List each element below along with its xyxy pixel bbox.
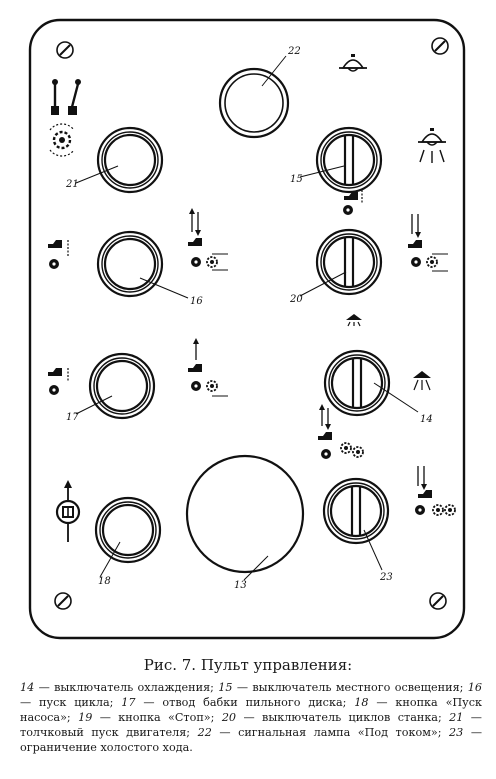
legend-item-number: 22	[197, 726, 212, 739]
pump-motor-icon	[55, 480, 81, 542]
legend-item-number: 20	[221, 711, 237, 724]
leader-lines	[75, 55, 419, 581]
screw-top-left	[56, 41, 74, 59]
pump-start-button-18[interactable]	[94, 496, 162, 564]
cycle-start-button-16[interactable]	[96, 230, 164, 298]
label-20: 20	[289, 294, 303, 305]
label-22: 22	[287, 46, 301, 57]
label-14: 14	[420, 414, 433, 425]
label-15: 15	[290, 174, 303, 185]
control-panel-diagram: 21 22 15 16 20 17 14 18 13 23	[28, 18, 466, 640]
legend-item-number: 19	[78, 711, 93, 724]
saw-retract-icon	[188, 338, 228, 397]
legend-item-text: — пуск цикла;	[20, 696, 122, 709]
idle-limit-switch-23[interactable]	[322, 477, 390, 545]
idle-limit-upper-icon	[318, 404, 364, 459]
levers-icon	[51, 79, 81, 115]
screw-bottom-right	[429, 592, 447, 610]
coolant-icon	[413, 371, 431, 391]
label-13: 13	[234, 580, 247, 591]
label-18: 18	[98, 576, 111, 587]
label-21: 21	[65, 179, 79, 190]
legend-item-text: — выключатель циклов станка;	[236, 711, 450, 724]
legend-item-number: 17	[121, 696, 136, 709]
label-16: 16	[190, 296, 203, 307]
legend-item-number: 15	[218, 681, 233, 694]
figure-caption-legend: 14 — выключатель охлаждения; 15 — выключ…	[20, 680, 482, 755]
slide-up-icon	[343, 190, 363, 215]
legend-item-number: 14	[20, 681, 35, 694]
coolant-small-icon	[346, 314, 362, 327]
machine-cycles-switch-20[interactable]	[315, 228, 383, 296]
legend-item-text: — выключатель местного освещения;	[232, 681, 468, 694]
screw-top-right	[431, 37, 449, 55]
legend-item-text: — ограничение холостого хода.	[20, 726, 483, 754]
legend-item-text: — сигнальная лампа «Под током»;	[211, 726, 450, 739]
idle-limit-icon	[415, 466, 456, 516]
slide-down-icon	[48, 240, 69, 269]
label-17: 17	[66, 412, 79, 423]
legend-item-text: — толчковый пуск двигателя;	[20, 711, 482, 739]
lamp-on-icon	[418, 128, 446, 163]
legend-item-number: 23	[449, 726, 464, 739]
cycle-start-icon	[188, 208, 228, 271]
stop-button-13[interactable]	[185, 454, 305, 574]
legend-item-text: — кнопка «Пуск насоса»;	[20, 696, 483, 724]
jog-button-21[interactable]	[96, 126, 164, 194]
signal-lamp-22	[218, 67, 290, 139]
label-23: 23	[379, 572, 393, 583]
legend-item-number: 18	[354, 696, 369, 709]
lighting-switch-15[interactable]	[315, 126, 383, 194]
screw-bottom-left	[54, 592, 72, 610]
legend-item-text: — выключатель охлаждения;	[34, 681, 219, 694]
gear-jog-icon	[49, 123, 75, 157]
saw-retract-button-17[interactable]	[88, 352, 156, 420]
legend-item-text: — кнопка «Стоп»;	[92, 711, 222, 724]
legend-item-text: — отвод бабки пильного диска;	[135, 696, 355, 709]
coolant-switch-14[interactable]	[323, 349, 391, 417]
lamp-off-icon	[339, 54, 367, 72]
legend-item-number: 21	[449, 711, 464, 724]
cycles-icon	[408, 214, 448, 272]
legend-item-number: 16	[467, 681, 482, 694]
slide-back-icon	[48, 368, 69, 395]
figure-caption-title: Рис. 7. Пульт управления:	[143, 656, 353, 674]
